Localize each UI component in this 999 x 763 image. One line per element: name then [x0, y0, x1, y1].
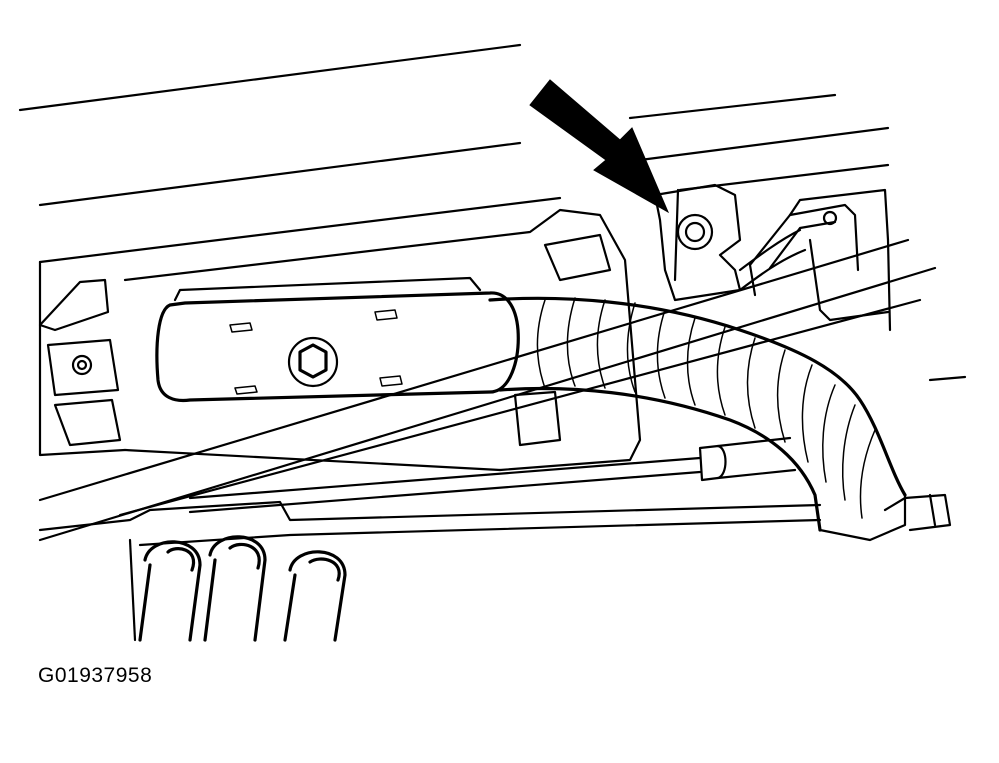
inflator-canister — [155, 276, 520, 403]
left-bracket — [38, 260, 127, 457]
coil-loops — [138, 535, 347, 642]
upper-panel-lines — [18, 43, 967, 382]
lower-tube — [188, 436, 797, 514]
wiring-harness — [488, 296, 952, 542]
figure-id-label: G01937958 — [38, 664, 153, 687]
module-housing — [123, 208, 642, 472]
right-frame — [748, 188, 892, 332]
lower-panel — [38, 500, 822, 642]
arrow-pointer-icon — [529, 79, 670, 214]
diagonal-rails — [38, 238, 937, 542]
bolt-bracket — [653, 183, 807, 302]
harness-wraps — [536, 297, 876, 519]
